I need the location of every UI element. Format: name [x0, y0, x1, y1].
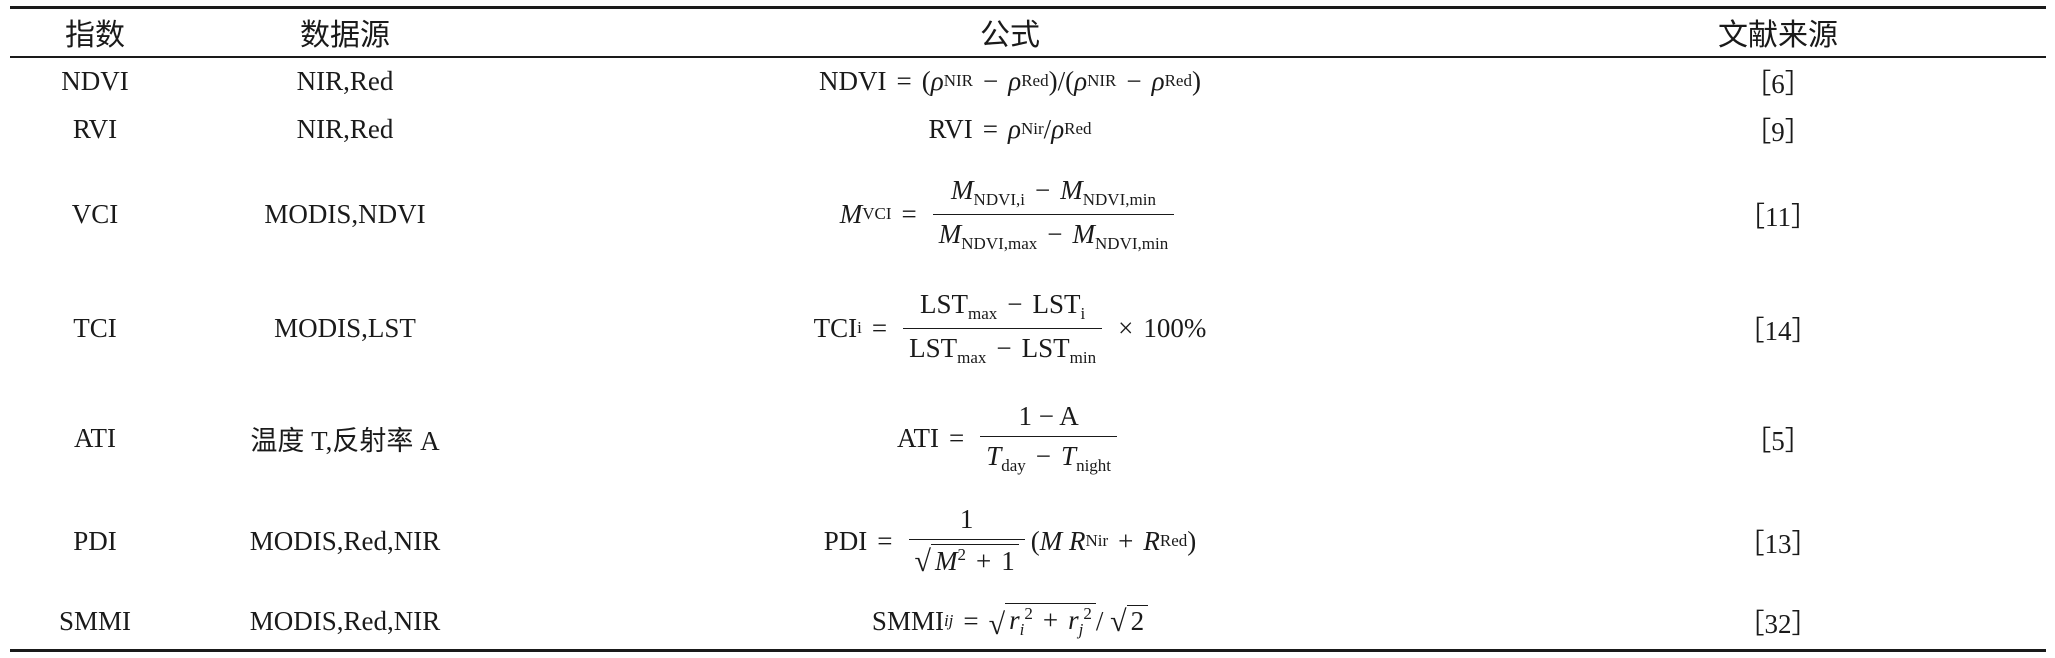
header-source: 数据源 [300, 18, 390, 53]
row-ati-reference: ［5］ [1744, 425, 1812, 456]
row-pdi-index: PDI [73, 525, 117, 556]
row-smmi-source: MODIS,Red,NIR [249, 605, 441, 636]
row-tci-reference: ［14］ [1737, 315, 1819, 346]
tci-fraction: LSTmax−LSTi LSTmax−LSTmin [903, 289, 1103, 368]
header-formula: 公式 [980, 18, 1040, 53]
row-tci-index: TCI [73, 312, 117, 343]
row-ati-formula: ATI= 1 − A Tday−Tnight [510, 388, 1510, 488]
row-pdi-source: MODIS,Red,NIR [249, 525, 441, 556]
table-bottom-rule [10, 649, 2046, 652]
row-rvi-reference: ［9］ [1744, 116, 1812, 147]
row-rvi-index: RVI [72, 113, 118, 144]
sqrt-symbol: √M2+1 [915, 544, 1019, 577]
row-ndvi-index: NDVI [61, 65, 129, 96]
row-smmi-index: SMMI [58, 605, 132, 636]
sqrt-symbol: √2 [1110, 605, 1149, 637]
row-pdi-reference: ［13］ [1737, 528, 1819, 559]
vci-fraction: MNDVI,i−MNDVI,min MNDVI,max−MNDVI,min [932, 175, 1175, 254]
sqrt-symbol: √ri2+rj2 [989, 602, 1096, 640]
header-index: 指数 [65, 18, 125, 53]
row-ndvi-source: NIR,Red [296, 65, 394, 96]
row-ati-source: 温度 T,反射率 A [250, 425, 440, 456]
table-top-rule [10, 6, 2046, 9]
row-ndvi-reference: ［6］ [1744, 68, 1812, 99]
header-reference: 文献来源 [1718, 18, 1838, 53]
ati-fraction: 1 − A Tday−Tnight [980, 401, 1118, 476]
row-tci-source: MODIS,LST [274, 312, 416, 343]
table-header-rule [10, 56, 2046, 58]
row-vci-source: MODIS,NDVI [264, 198, 426, 229]
row-ati-index: ATI [74, 422, 116, 453]
row-smmi-reference: ［32］ [1737, 608, 1819, 639]
pdi-fraction: 1 √M2+1 [908, 504, 1025, 578]
row-vci-reference: ［11］ [1738, 201, 1818, 232]
row-rvi-source: NIR,Red [296, 113, 394, 144]
row-vci-index: VCI [71, 198, 119, 229]
